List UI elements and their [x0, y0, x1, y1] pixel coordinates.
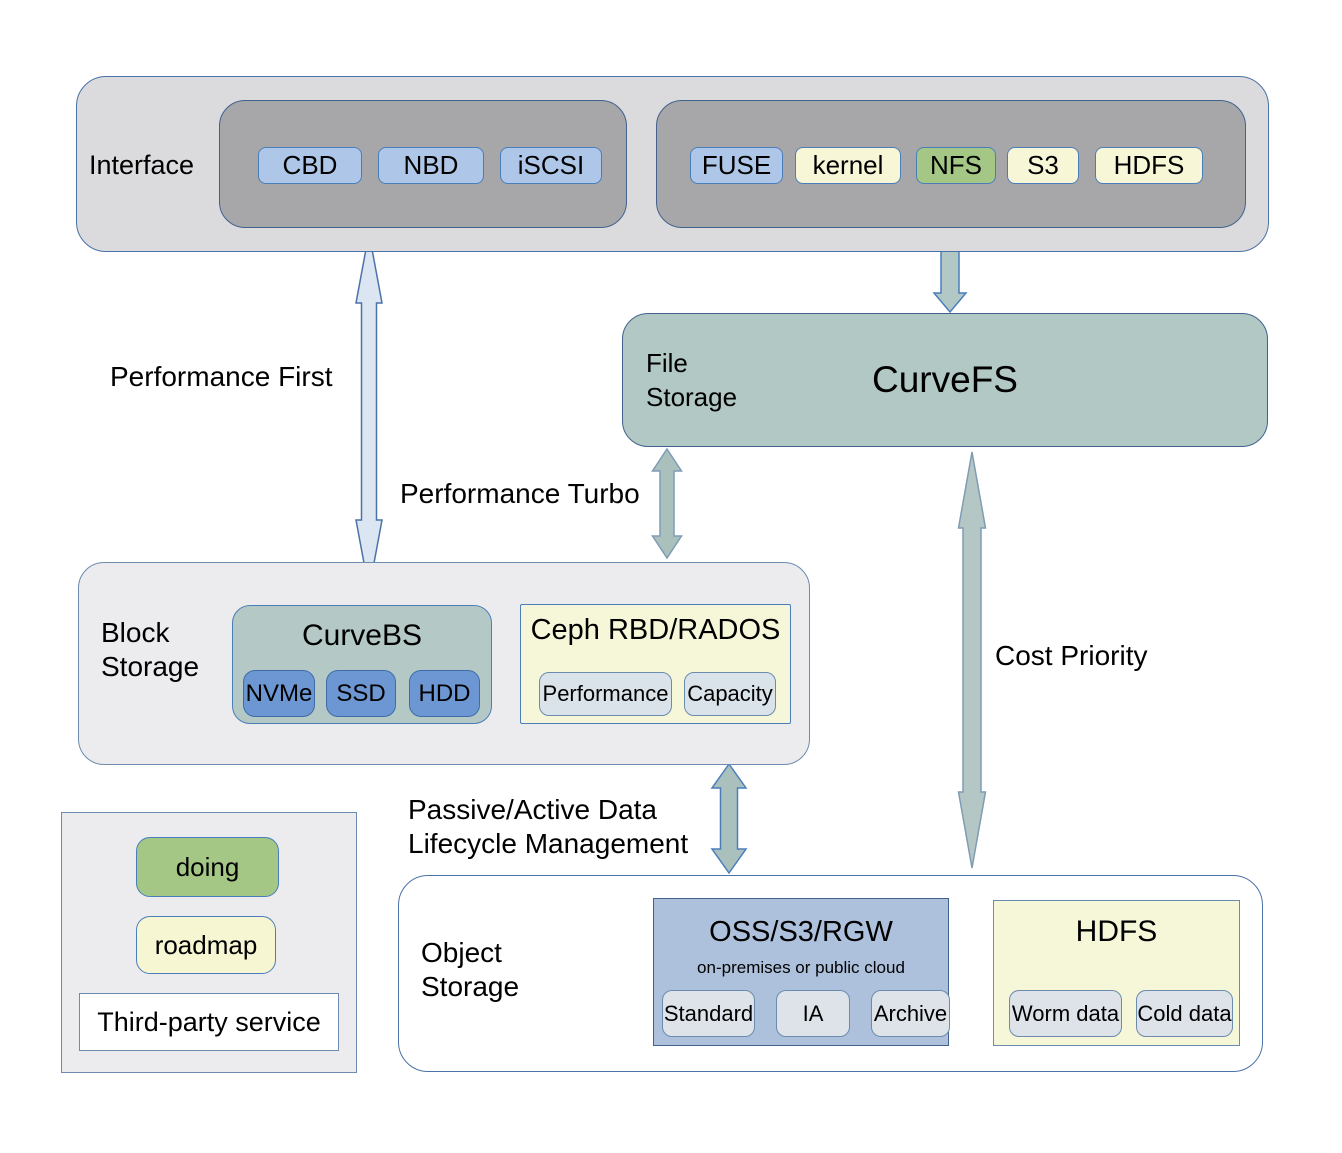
- ceph-box: Ceph RBD/RADOS Performance Capacity: [520, 604, 791, 724]
- chip-cold-data: Cold data: [1136, 990, 1233, 1037]
- oss-subtitle: on-premises or public cloud: [697, 958, 905, 977]
- block-storage-label-line1: Block: [101, 617, 170, 648]
- lifecycle-label-line2: Lifecycle Management: [408, 828, 689, 859]
- object-storage-label: Object Storage: [421, 936, 519, 1004]
- oss-box: OSS/S3/RGW on-premises or public cloud S…: [653, 898, 950, 1046]
- file-storage-label-line1: File: [646, 348, 688, 378]
- chip-fuse: FUSE: [690, 147, 783, 184]
- interface-panel: Interface CBD NBD iSCSI FUSE kernel NFS …: [76, 76, 1269, 252]
- lifecycle-label-line1: Passive/Active Data: [408, 794, 657, 825]
- chip-kernel: kernel: [795, 147, 901, 184]
- chip-nvme: NVMe: [243, 670, 315, 717]
- object-storage-label-line1: Object: [421, 937, 502, 968]
- legend-item-roadmap: roadmap: [136, 916, 276, 974]
- chip-worm-data: Worm data: [1009, 990, 1122, 1037]
- chip-cbd: CBD: [258, 147, 362, 184]
- chip-ia: IA: [776, 990, 850, 1037]
- chip-archive: Archive: [871, 990, 950, 1037]
- chip-hdd: HDD: [409, 670, 480, 717]
- file-storage-box: File Storage CurveFS: [622, 313, 1268, 447]
- curvebs-box: CurveBS NVMe SSD HDD: [232, 605, 492, 724]
- chip-ssd: SSD: [326, 670, 396, 717]
- lifecycle-label: Passive/Active Data Lifecycle Management: [408, 793, 688, 861]
- block-interface-group: CBD NBD iSCSI: [219, 100, 627, 228]
- ceph-title: Ceph RBD/RADOS: [530, 614, 781, 646]
- object-storage-label-line2: Storage: [421, 971, 520, 1002]
- file-storage-label: File Storage: [646, 346, 737, 414]
- block-storage-label-line2: Storage: [101, 651, 200, 682]
- legend-item-third-party: Third-party service: [79, 993, 339, 1051]
- chip-s3: S3: [1007, 147, 1079, 184]
- performance-first-label: Performance First: [110, 361, 333, 392]
- curvefs-title: CurveFS: [872, 359, 1018, 400]
- chip-standard: Standard: [662, 990, 755, 1037]
- hdfs-box: HDFS Worm data Cold data: [993, 900, 1240, 1046]
- curvebs-title: CurveBS: [301, 619, 423, 652]
- chip-iscsi: iSCSI: [500, 147, 602, 184]
- chip-nbd: NBD: [378, 147, 484, 184]
- performance-turbo-arrow: [651, 447, 683, 560]
- chip-ceph-performance: Performance: [539, 672, 672, 716]
- file-interface-group: FUSE kernel NFS S3 HDFS: [656, 100, 1246, 228]
- legend-item-doing: doing: [136, 837, 279, 897]
- cost-priority-label: Cost Priority: [995, 640, 1148, 671]
- cost-priority-arrow: [957, 451, 987, 869]
- interface-label: Interface: [89, 150, 195, 180]
- file-storage-label-line2: Storage: [646, 382, 738, 412]
- block-storage-label: Block Storage: [101, 616, 199, 684]
- chip-nfs: NFS: [916, 147, 996, 184]
- performance-turbo-label: Performance Turbo: [400, 478, 640, 509]
- lifecycle-arrow: [710, 762, 748, 875]
- block-storage-panel: Block Storage CurveBS NVMe SSD HDD Ceph …: [78, 562, 810, 765]
- legend-panel: doing roadmap Third-party service: [61, 812, 357, 1073]
- oss-title: OSS/S3/RGW: [709, 916, 893, 948]
- chip-hdfs-interface: HDFS: [1095, 147, 1203, 184]
- performance-first-arrow: [355, 232, 383, 591]
- hdfs-title: HDFS: [1075, 915, 1158, 948]
- object-storage-panel: Object Storage OSS/S3/RGW on-premises or…: [398, 875, 1263, 1072]
- chip-ceph-capacity: Capacity: [684, 672, 776, 716]
